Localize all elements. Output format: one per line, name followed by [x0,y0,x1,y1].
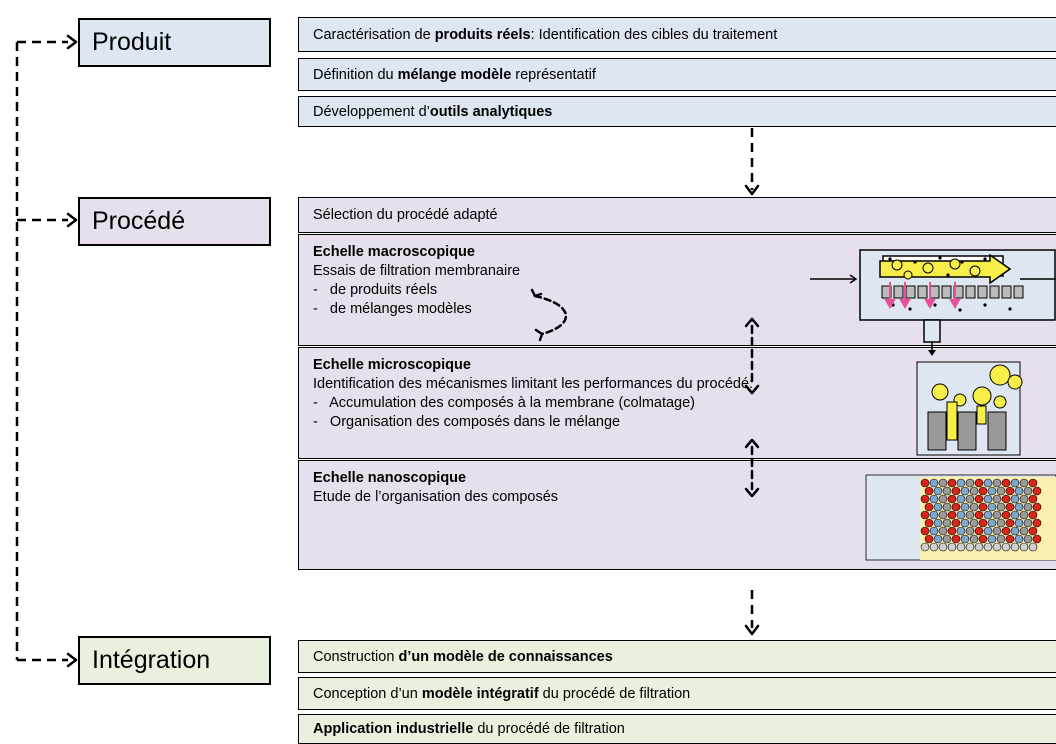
row-text: Conception d’un [313,685,422,702]
row-bold: Application industrielle [313,721,474,737]
row-text: représentatif [511,66,596,83]
stage-label-procede: Procédé [78,197,271,246]
row-text: Construction [313,648,399,665]
block-line: Etude de l’organisation des composés [313,489,559,505]
produit-row-3: Développement d’outils analytiques [298,96,1056,127]
row-bold: produits réels [434,26,531,43]
list-item: - de mélanges modèles [313,301,472,317]
produit-row-2: Définition du mélange modèle représentat… [298,58,1056,91]
procede-selection-row: Sélection du procédé adapté [298,197,1056,233]
row-bold: outils analytiques [429,103,553,120]
list-item: - de produits réels [313,282,438,298]
row-bold: modèle intégratif [421,685,539,702]
block-title: Echelle microscopique [313,357,471,373]
row-text: du procédé de filtration [538,685,691,702]
row-text: du procédé de filtration [473,721,625,737]
procede-nano-block: Echelle nanoscopique Etude de l’organisa… [298,460,1056,570]
row-text: : Identification des cibles du traitemen… [530,26,778,43]
produit-row-1: Caractérisation de produits réels: Ident… [298,17,1056,52]
block-line: Identification des mécanismes limitant l… [313,376,754,392]
procede-micro-block: Echelle microscopique Identification des… [298,347,1056,459]
block-title: Echelle macroscopique [313,244,475,260]
stage-label-produit: Produit [78,18,271,67]
block-line: Essais de filtration membranaire [313,263,521,279]
stage-label-integration: Intégration [78,636,271,685]
row-text: Sélection du procédé adapté [313,207,498,223]
list-item: - Organisation des composés dans le méla… [313,414,621,430]
list-item: - Accumulation des composés à la membran… [313,395,696,411]
row-text: Développement d’ [313,103,430,120]
row-bold: d’un modèle de connaissances [398,648,613,665]
row-text: Définition du [313,66,398,83]
row-bold: mélange modèle [397,66,512,83]
integration-row-2: Conception d’un modèle intégratif du pro… [298,677,1056,710]
procede-macro-block: Echelle macroscopique Essais de filtrati… [298,234,1056,346]
integration-row-3: Application industrielle du procédé de f… [298,714,1056,744]
block-title: Echelle nanoscopique [313,470,467,486]
integration-row-1: Construction d’un modèle de connaissance… [298,640,1056,673]
row-text: Caractérisation de [313,26,435,43]
